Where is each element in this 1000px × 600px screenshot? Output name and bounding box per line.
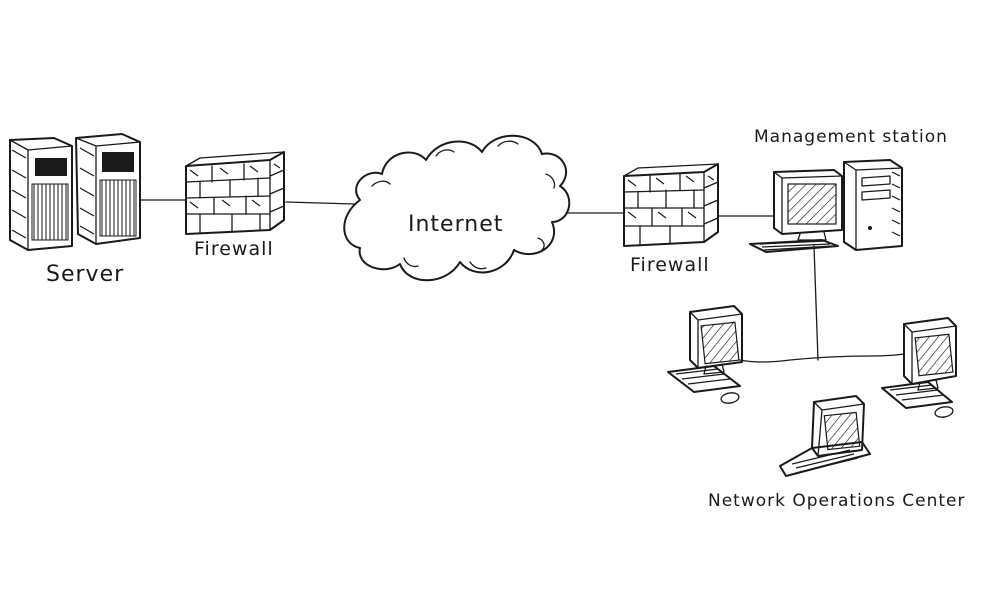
firewall-left-icon [185, 151, 285, 235]
noc-label: Network Operations Center [708, 491, 965, 511]
noc-laptop-icon [779, 395, 871, 477]
internet-label: Internet [408, 212, 503, 237]
firewall-right-label: Firewall [630, 254, 710, 276]
firewall-right-icon [623, 163, 719, 247]
noc-workstation-right-icon [881, 317, 957, 418]
link-noc-bus [739, 353, 905, 363]
server-label: Server [46, 262, 124, 287]
server-icon [9, 133, 141, 251]
connection-lines [139, 199, 905, 363]
link-firewall-internet [285, 201, 355, 205]
management-station-icon [749, 159, 903, 253]
management-station-label: Management station [754, 127, 948, 147]
internet-cloud-icon [343, 134, 571, 282]
link-management-down [813, 245, 819, 361]
firewall-left-label: Firewall [194, 238, 274, 260]
noc-workstation-left-icon [667, 305, 743, 404]
